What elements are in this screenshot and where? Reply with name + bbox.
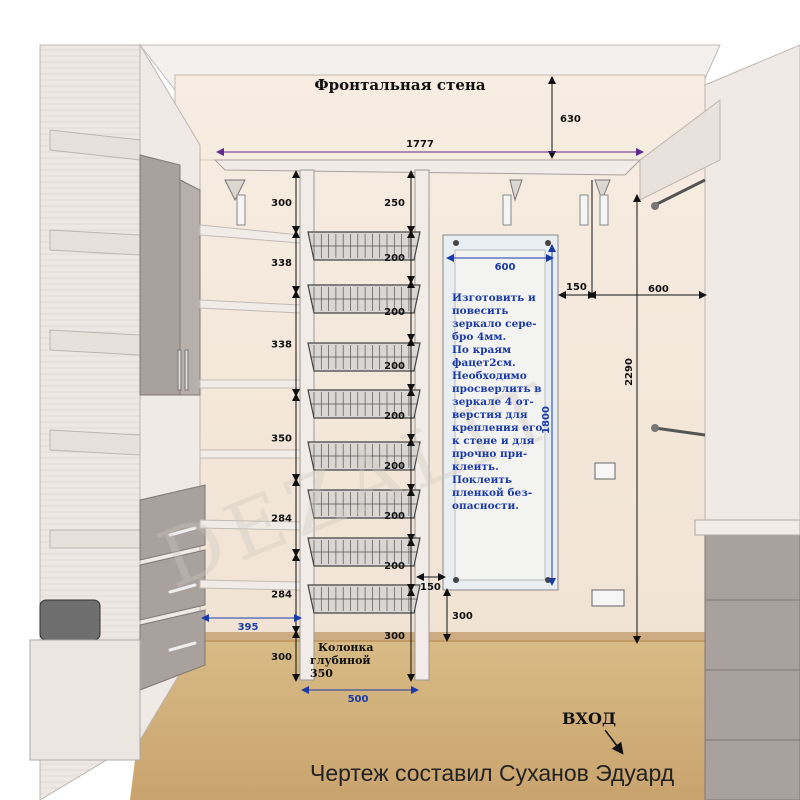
floor — [130, 640, 720, 800]
mirror-note: Изготовить и повесить зеркало сере- бро … — [452, 292, 543, 512]
basket — [307, 389, 421, 419]
dim-right-1: 200 — [384, 253, 405, 264]
basket — [307, 441, 421, 471]
dim-mirror-side-gap: 150 — [566, 282, 587, 293]
basket — [307, 584, 421, 614]
entry-label: ВХОД — [562, 709, 616, 728]
dim-mirror-width: 600 — [495, 262, 516, 273]
dim-left-floor: 395 — [238, 622, 259, 633]
dim-mirror-bottom-gap: 150 — [420, 582, 441, 593]
dim-right-8: 300 — [384, 631, 405, 642]
dim-mirror-height: 1800 — [541, 406, 552, 434]
basket — [307, 284, 421, 314]
dim-mirror-floor: 300 — [452, 611, 473, 622]
dim-left-6: 300 — [271, 652, 292, 663]
right-dimensions: 250 200 200 200 200 200 200 200 300 — [384, 170, 415, 682]
author-credit: Чертеж составил Суханов Эдуард — [310, 760, 675, 786]
column-right-panel — [414, 169, 430, 681]
baskets — [307, 231, 421, 614]
dim-left-5: 284 — [271, 590, 292, 601]
dim-right-2: 200 — [384, 307, 405, 318]
switch-icon — [594, 462, 616, 480]
left-dimensions: 300 338 338 350 284 284 300 — [271, 170, 300, 682]
dim-right-5: 200 — [384, 461, 405, 472]
entry-arrow-icon — [604, 729, 624, 755]
dim-right-7: 200 — [384, 561, 405, 572]
dim-wall-width: 1777 — [406, 139, 434, 150]
column-label: Колонка глубиной 350 — [310, 641, 377, 680]
top-shelf — [213, 159, 642, 176]
dim-left-4: 284 — [271, 514, 292, 525]
dim-column-width: 500 — [348, 694, 369, 705]
dim-right-6: 200 — [384, 511, 405, 522]
dim-height-total: 2290 — [624, 358, 635, 386]
dim-left-3: 350 — [271, 434, 292, 445]
dim-left-0: 300 — [271, 198, 292, 209]
dim-right-rail-width: 600 — [648, 284, 669, 295]
dim-left-1: 338 — [271, 258, 292, 269]
socket-icon — [591, 589, 625, 607]
wall-title: Фронтальная стена — [314, 76, 485, 94]
dim-right-4: 200 — [384, 411, 405, 422]
hanging-rail — [654, 178, 706, 207]
dim-left-2: 338 — [271, 340, 292, 351]
dim-top-gap: 630 — [560, 114, 581, 125]
dim-right-3: 200 — [384, 361, 405, 372]
dim-right-0: 250 — [384, 198, 405, 209]
